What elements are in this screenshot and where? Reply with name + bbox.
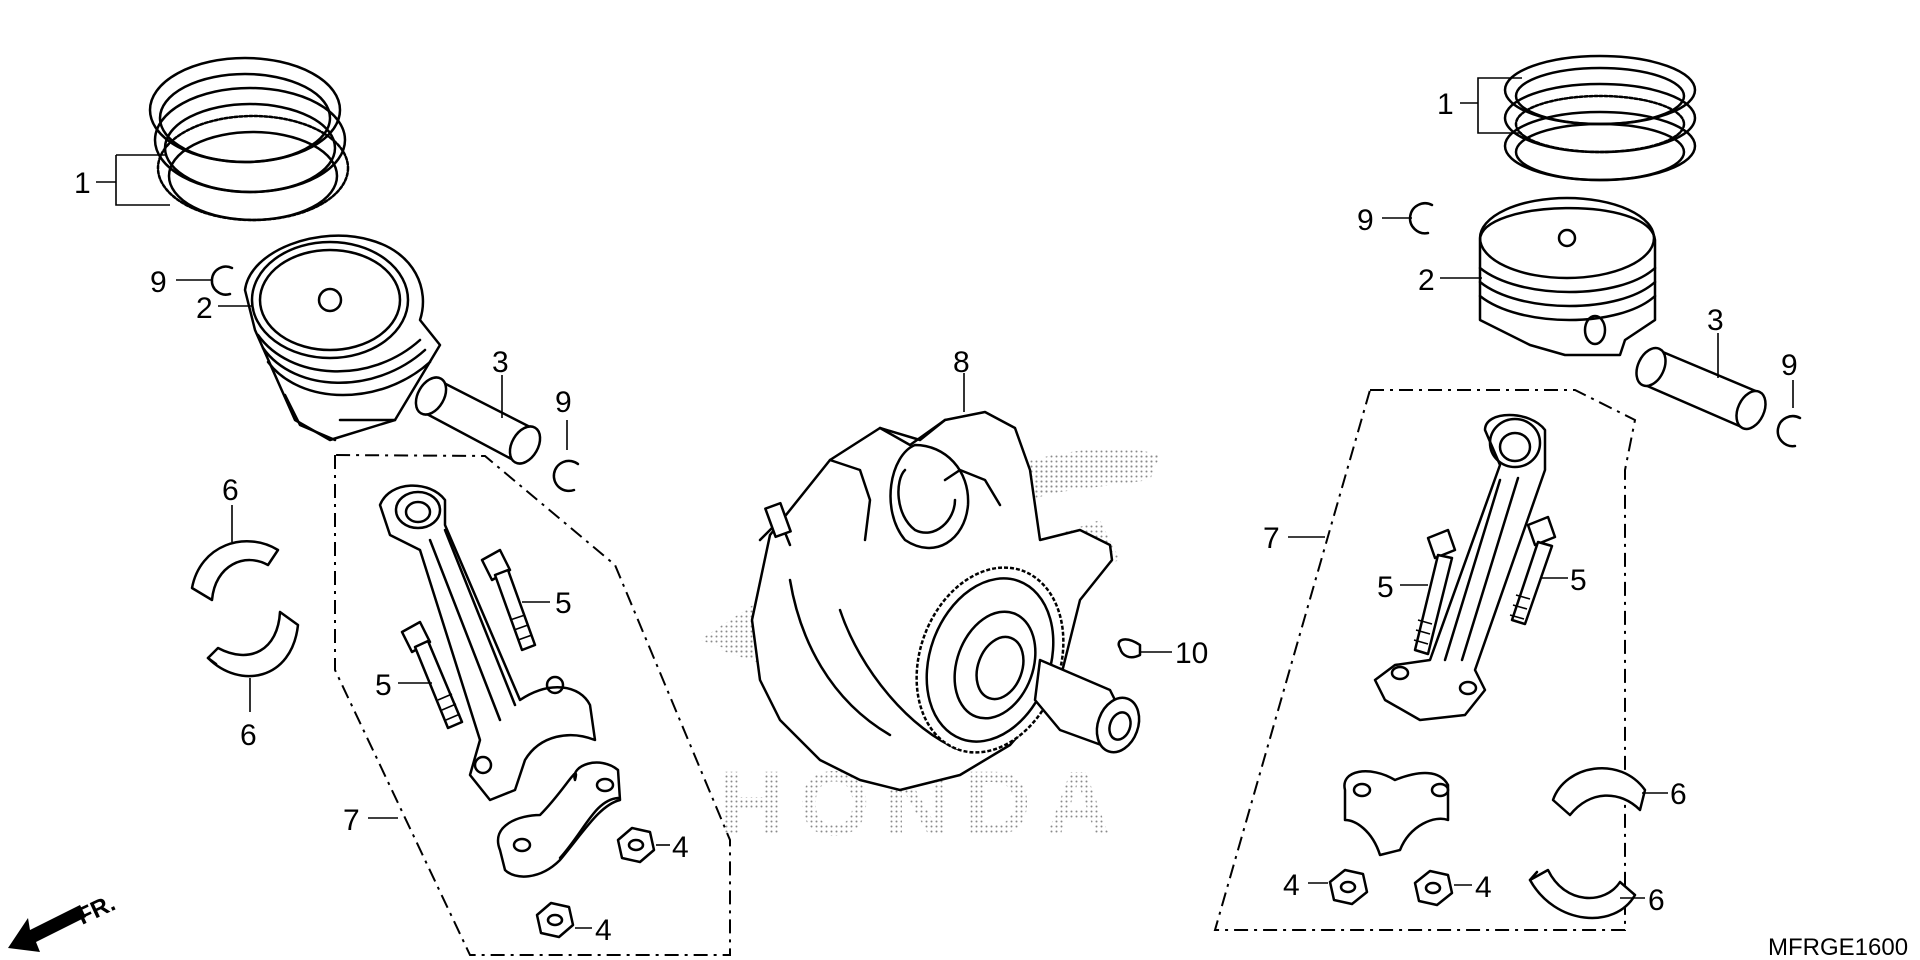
callout-5-left-b: 5 [375, 669, 392, 702]
diagram-code: MFRGE1600 [1768, 934, 1908, 960]
callout-4-right-b: 4 [1475, 871, 1492, 904]
callout-3-right: 3 [1707, 304, 1724, 337]
callout-10: 10 [1175, 637, 1208, 670]
callout-4-left-a: 4 [672, 831, 689, 864]
callout-6-right-b: 6 [1648, 884, 1665, 917]
callout-4-left-b: 4 [595, 914, 612, 947]
bearing-right-lower [1528, 868, 1637, 920]
circlip-right-b [1776, 414, 1802, 448]
circlip-left-b [552, 459, 580, 493]
front-direction-label: FR. [73, 890, 119, 931]
callout-1-left: 1 [74, 167, 91, 200]
conrod-assembly-box-left [334, 454, 731, 956]
leader-1-left-a [115, 155, 170, 206]
callout-9-right-a: 9 [1357, 204, 1374, 237]
conrod-nut-left-a [616, 826, 656, 864]
conrod-nut-right-b [1413, 869, 1454, 907]
callout-9-left-b: 9 [555, 386, 572, 419]
callout-2-right: 2 [1418, 264, 1435, 297]
callout-3-left: 3 [492, 346, 509, 379]
piston-pin-right [1635, 346, 1767, 431]
callout-7-left: 7 [343, 804, 360, 837]
callout-2-left: 2 [196, 292, 213, 325]
piston-rings-left [148, 56, 350, 222]
circlip-right-a [1408, 202, 1434, 235]
callout-7-right: 7 [1263, 522, 1280, 555]
piston-right [1478, 196, 1657, 357]
callout-8: 8 [953, 346, 970, 379]
callout-6-left-b: 6 [240, 719, 257, 752]
conrod-bolt-left-b [400, 620, 464, 730]
conrod-bolt-right-a [1413, 528, 1457, 656]
conrod-bolt-right-b [1509, 515, 1557, 626]
crankshaft-output-shaft [1033, 658, 1141, 754]
piston-left [243, 234, 442, 442]
callout-5-right-b: 5 [1570, 564, 1587, 597]
callout-5-left-a: 5 [555, 587, 572, 620]
conrod-nut-right-a [1328, 868, 1369, 906]
front-direction-arrow-icon [8, 905, 86, 952]
callout-9-right-b: 9 [1781, 349, 1798, 382]
conrod-assembly-box-right [1213, 389, 1637, 931]
callout-6-left-a: 6 [222, 474, 239, 507]
conrod-bolt-left-a [480, 548, 537, 652]
bearing-left-upper [190, 540, 280, 602]
piston-pin-left [414, 376, 542, 465]
callout-9-left-a: 9 [150, 266, 167, 299]
callout-6-right-a: 6 [1670, 778, 1687, 811]
piston-rings-right [1503, 54, 1697, 182]
callout-4-right-a: 4 [1283, 869, 1300, 902]
conrod-nut-left-b [535, 901, 575, 939]
bearing-left-lower [206, 610, 300, 678]
woodruff-key [1117, 638, 1142, 659]
callout-1-right: 1 [1437, 88, 1454, 121]
bearing-cap-right [1343, 770, 1450, 857]
crankshaft-gear [915, 566, 1065, 754]
callout-5-right-a: 5 [1377, 571, 1394, 604]
connecting-rod-left [378, 484, 597, 802]
bearing-right-upper [1551, 766, 1647, 817]
bearing-cap-left [496, 761, 622, 878]
connecting-rod-right [1373, 413, 1547, 722]
circlip-left-a [210, 265, 234, 296]
